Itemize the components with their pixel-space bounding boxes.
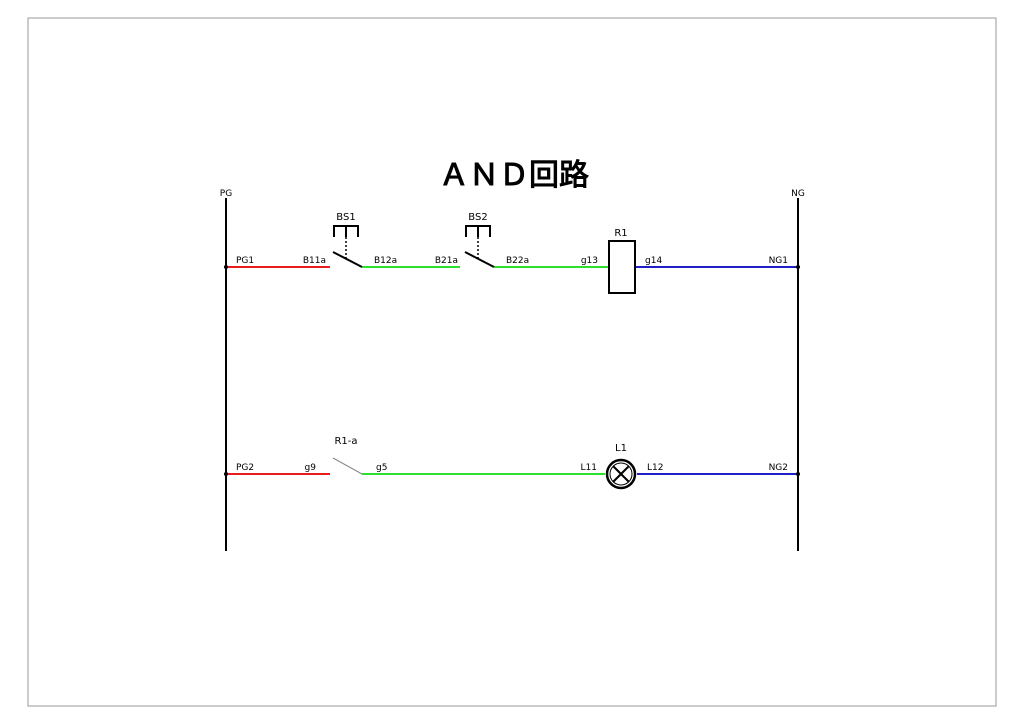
label-g9: g9: [305, 463, 317, 473]
label-l12: L12: [647, 463, 663, 473]
r1-label: R1: [614, 228, 627, 239]
r1-a-label: R1-a: [334, 436, 357, 447]
r1-coil-box: [608, 240, 636, 294]
pushbutton-bs2: BS2: [464, 212, 495, 268]
label-b21a: B21a: [435, 256, 458, 266]
l1-lamp-inner: [609, 462, 633, 486]
bs2-button-head: [465, 225, 491, 237]
r1-a-blade: [332, 457, 363, 475]
rung-2: R1-a L1 PG2 g9 g5 L11 L12 NG2: [224, 436, 800, 490]
bs2-label: BS2: [468, 212, 487, 223]
left-rail-label: PG: [220, 189, 232, 199]
label-ng1: NG1: [769, 256, 788, 266]
label-b12a: B12a: [374, 256, 397, 266]
bs1-label: BS1: [336, 212, 355, 223]
junction-ng2: [796, 472, 800, 476]
pushbutton-bs1: BS1: [332, 212, 363, 268]
contact-r1-a: R1-a: [332, 436, 363, 475]
l1-label: L1: [615, 443, 627, 454]
junction-pg1: [224, 265, 228, 269]
lamp-l1: L1: [605, 443, 637, 490]
label-l11: L11: [581, 463, 597, 473]
right-rail-label: NG: [791, 189, 805, 199]
bs1-button-head: [333, 225, 359, 237]
label-b22a: B22a: [506, 256, 529, 266]
label-ng2: NG2: [769, 463, 788, 473]
label-g5: g5: [376, 463, 387, 473]
relay-coil-r1: R1: [608, 228, 636, 294]
label-b11a: B11a: [303, 256, 326, 266]
label-g13: g13: [581, 256, 598, 266]
label-pg2: PG2: [236, 463, 254, 473]
rung-1: BS1 BS2 R1 PG1 B11a B12a B21a B22a g13 g…: [224, 212, 800, 294]
bs2-blade: [464, 251, 495, 268]
diagram-title: ＡＮＤ回路: [439, 158, 590, 193]
sheet-border: [27, 17, 997, 707]
l1-cross-b: [612, 465, 630, 483]
label-pg1: PG1: [236, 256, 254, 266]
label-g14: g14: [645, 256, 662, 266]
junction-pg2: [224, 472, 228, 476]
junction-ng1: [796, 265, 800, 269]
bs1-blade: [332, 251, 363, 268]
